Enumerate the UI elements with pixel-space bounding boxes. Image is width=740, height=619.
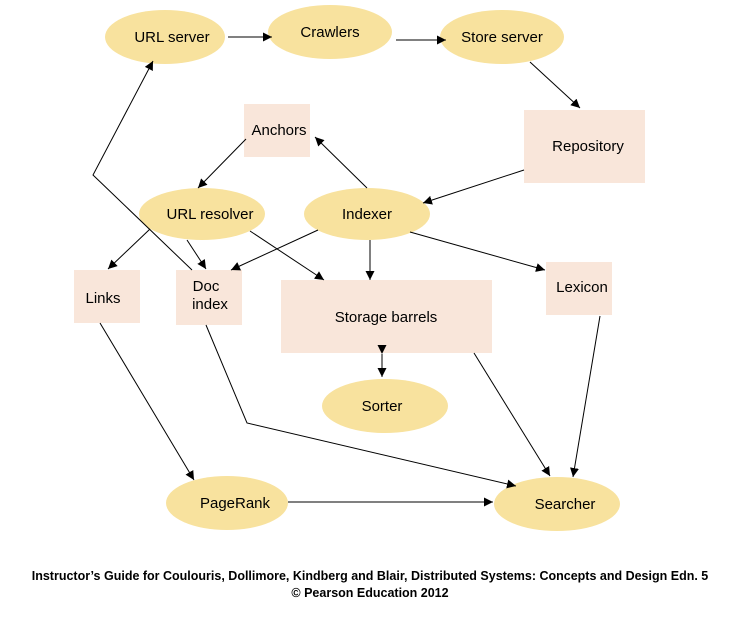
indexer-label: Indexer <box>342 206 392 223</box>
edge-anchors-urlresolver <box>197 138 247 189</box>
doc-index-node <box>176 270 242 325</box>
edge-docindex-urlserver <box>92 60 193 271</box>
store-server-label: Store server <box>461 29 543 46</box>
pagerank-label: PageRank <box>200 495 271 512</box>
footer-citation: Instructor’s Guide for Coulouris, Dollim… <box>31 569 709 583</box>
edge-urlresolver-links <box>107 228 151 270</box>
crawlers-label: Crawlers <box>300 24 359 41</box>
links-label: Links <box>85 290 120 307</box>
anchors-label: Anchors <box>251 122 306 139</box>
sorter-label: Sorter <box>362 398 403 415</box>
url-server-node <box>105 10 225 64</box>
footer-copyright: © Pearson Education 2012 <box>291 586 449 600</box>
architecture-diagram: URL server Crawlers Store server Reposit… <box>74 5 645 531</box>
edge-storagebarrels-searcher <box>473 352 551 477</box>
doc-index-label-line1: Doc <box>193 278 220 295</box>
repository-label: Repository <box>552 138 624 155</box>
edge-repository-indexer <box>422 169 525 205</box>
lexicon-node <box>546 262 612 315</box>
sorter-node <box>322 379 448 433</box>
searcher-label: Searcher <box>535 496 596 513</box>
edge-links-pagerank <box>99 322 195 481</box>
edge-urlresolver-docindex <box>186 239 207 270</box>
searcher-node <box>494 477 620 531</box>
edge-lexicon-searcher <box>570 315 601 478</box>
repository-node <box>524 110 645 183</box>
edge-storeserver-repository <box>529 61 581 109</box>
edge-indexer-anchors <box>314 136 368 189</box>
lexicon-label: Lexicon <box>556 279 608 296</box>
edge-indexer-lexicon <box>409 231 546 272</box>
indexer-node <box>304 188 430 240</box>
edge-indexer-docindex <box>230 229 319 271</box>
edge-urlresolver-storagebarrels <box>249 230 325 281</box>
url-resolver-node <box>139 188 265 240</box>
crawlers-node <box>268 5 392 59</box>
footer: Instructor’s Guide for Coulouris, Dollim… <box>0 568 740 602</box>
storage-barrels-label: Storage barrels <box>335 309 438 326</box>
url-resolver-label: URL resolver <box>167 206 254 223</box>
store-server-node <box>440 10 564 64</box>
anchors-node <box>244 104 310 157</box>
url-server-label: URL server <box>134 29 209 46</box>
pagerank-node <box>166 476 288 530</box>
edge-docindex-searcher <box>205 324 517 489</box>
doc-index-label-line2: index <box>192 296 228 313</box>
links-node <box>74 270 140 323</box>
storage-barrels-node <box>281 280 492 353</box>
